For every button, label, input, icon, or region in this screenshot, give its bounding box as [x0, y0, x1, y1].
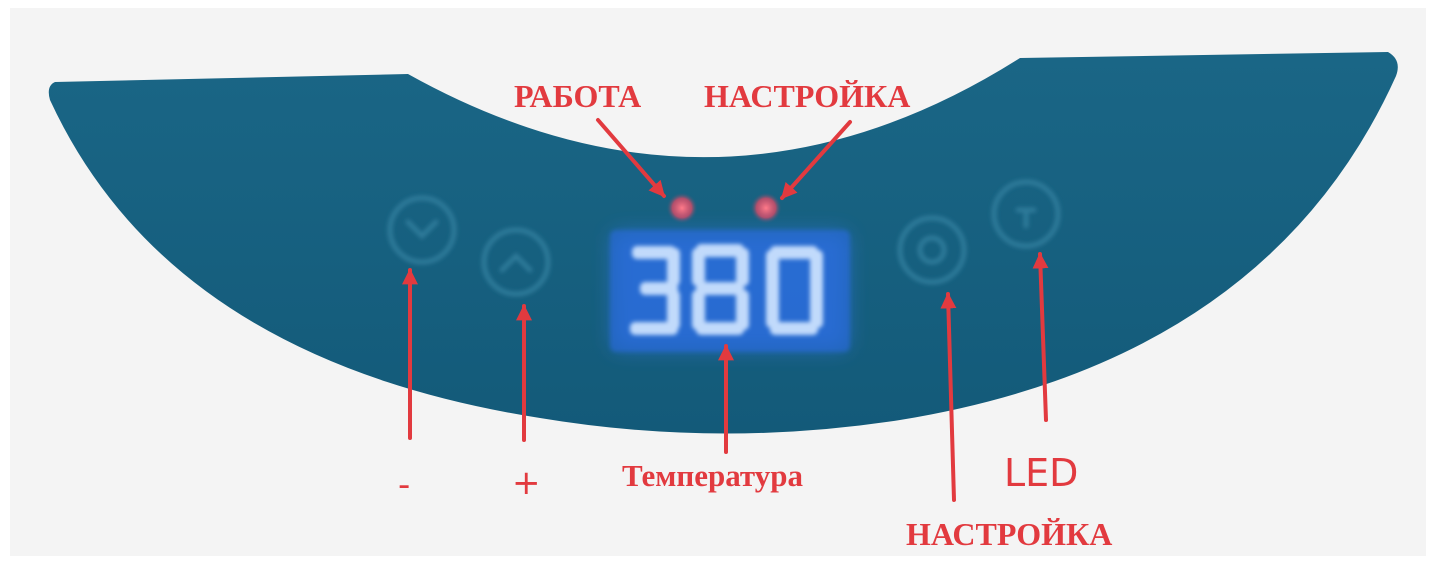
setting-button[interactable]	[900, 218, 964, 282]
led-label: LED	[1004, 451, 1079, 495]
work-indicator-label: РАБОТА	[514, 78, 642, 114]
plus-button[interactable]	[484, 230, 548, 294]
setting-indicator-led	[750, 192, 782, 224]
plus-button-ring	[481, 227, 551, 297]
setting-indicator-label: НАСТРОЙКА	[704, 78, 911, 114]
work-indicator-led	[666, 192, 698, 224]
minus-button[interactable]	[390, 198, 454, 262]
led-button[interactable]	[994, 182, 1058, 246]
led-button-ring	[991, 179, 1061, 249]
display-digits	[630, 244, 823, 335]
minus-button-ring	[387, 195, 457, 265]
arrow-setting-indicator	[780, 120, 852, 200]
setting-button-ring	[897, 215, 967, 285]
temperature-label: Температура	[622, 458, 803, 493]
arrow-led	[1032, 252, 1049, 422]
arrow-work	[596, 118, 666, 198]
plus-label: +	[512, 463, 541, 503]
minus-label: -	[398, 465, 411, 505]
setting-button-label: НАСТРОЙКА	[906, 516, 1113, 552]
arrow-setting-button	[940, 292, 957, 502]
